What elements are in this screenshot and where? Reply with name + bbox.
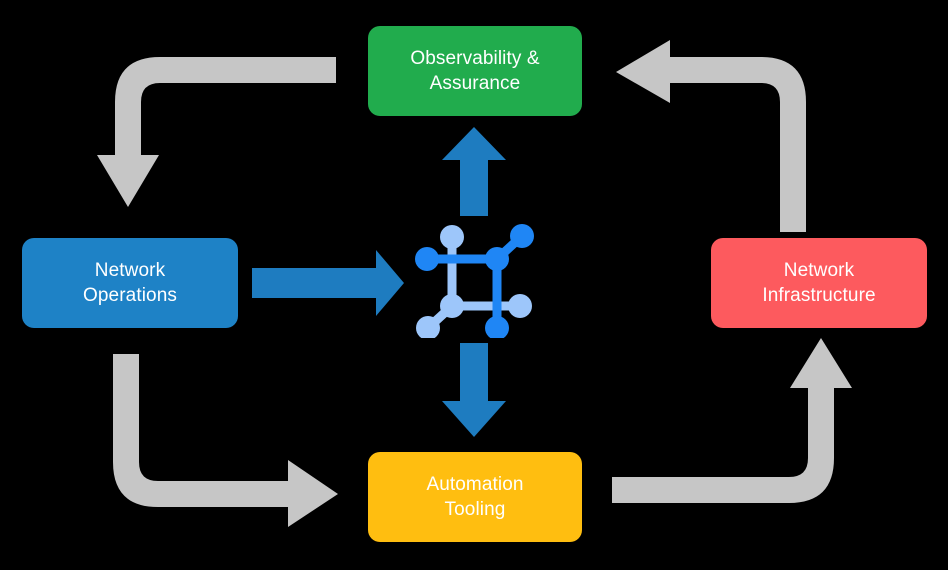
connector-observability-to-operations [97, 57, 336, 207]
connector-operations-to-center [252, 250, 404, 316]
node-network-infrastructure[interactable]: Network Infrastructure [711, 238, 927, 328]
node-observability-assurance[interactable]: Observability & Assurance [368, 26, 582, 116]
connector-center-to-observability [442, 127, 506, 216]
connector-operations-to-automation [113, 354, 338, 527]
node-network-operations[interactable]: Network Operations [22, 238, 238, 328]
network-icon-links [422, 231, 527, 333]
node-label: Automation Tooling [426, 473, 524, 520]
node-label: Network Operations [83, 259, 177, 306]
network-icon-nodes [415, 224, 534, 338]
connector-infrastructure-to-observability [616, 40, 806, 232]
node-automation-tooling[interactable]: Automation Tooling [368, 452, 582, 542]
connector-center-to-automation [442, 343, 506, 437]
node-label: Observability & Assurance [410, 47, 540, 94]
network-topology-icon [415, 224, 534, 338]
connector-automation-to-infrastructure [612, 338, 852, 503]
node-label: Network Infrastructure [762, 259, 876, 306]
